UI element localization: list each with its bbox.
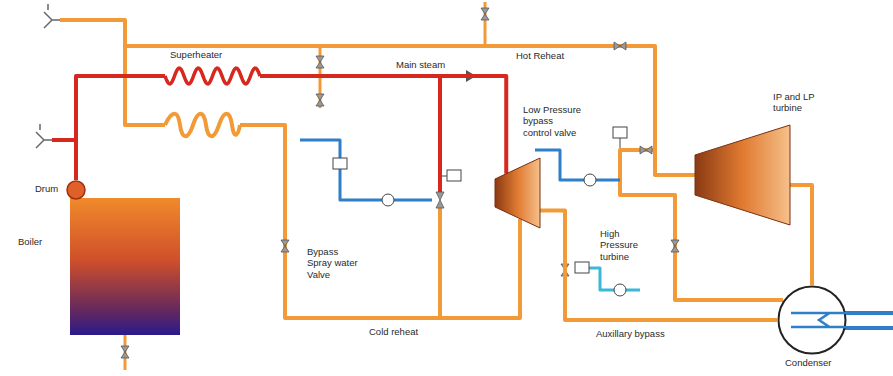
valve-symbol	[481, 8, 489, 20]
ip-lp-turbine-outline	[695, 125, 790, 225]
steam-drum: Drum	[66, 180, 86, 200]
pump-symbol	[584, 174, 596, 186]
condenser-tube	[791, 313, 847, 327]
ip-lp-turbine: IP and LP turbine	[695, 125, 790, 225]
actuator-stem	[620, 138, 621, 148]
pipe-label: Hot Reheat	[515, 50, 565, 61]
safety-valve-symbol	[36, 124, 52, 148]
valve-actuator	[447, 170, 461, 181]
spray-water-pipe	[300, 140, 432, 200]
valve-actuator	[575, 262, 589, 273]
valve-label: Low Pressure bypass control valve	[522, 104, 584, 138]
cold-reheat-pipe	[240, 125, 520, 318]
component-label: Boiler	[18, 236, 42, 247]
hp-bypass-pipe	[438, 76, 442, 192]
cooling-water-pipe	[842, 311, 893, 315]
condenser-outline	[777, 285, 847, 355]
hp-turbine: High Pressure turbine	[495, 158, 540, 228]
valve-symbol	[614, 42, 626, 50]
boiler-vessel: Boiler	[70, 198, 180, 335]
hp-bypass-pipe	[438, 208, 442, 318]
turbine-body	[495, 158, 540, 228]
valve-actuator	[613, 127, 627, 138]
valve-symbol	[640, 146, 652, 154]
safety-valve-symbol	[44, 4, 60, 28]
actuator-stem	[442, 176, 447, 177]
valve-actuator	[333, 158, 347, 169]
main-steam-pipe	[260, 76, 506, 174]
valve-label: Bypass Spray water Valve	[306, 246, 363, 280]
component-label: Drum	[35, 183, 58, 194]
valve-symbol	[671, 240, 679, 252]
valve-symbol	[281, 240, 289, 252]
exhaust-pipe	[790, 185, 812, 285]
condenser: Condenser	[777, 285, 847, 355]
pump-symbol	[614, 284, 626, 296]
hot-reheat-pipe	[125, 46, 695, 175]
pump-symbol	[382, 194, 394, 206]
pipe-label: Main steam	[395, 59, 446, 70]
steam-pipe	[76, 76, 165, 180]
hp-turbine-outline	[495, 158, 540, 228]
spray-water-pipe	[535, 150, 620, 180]
valve-symbol	[316, 94, 324, 106]
boiler-body	[70, 198, 180, 335]
vent-pipe	[60, 20, 125, 46]
valve-symbol	[121, 346, 129, 358]
turbine-body	[695, 125, 790, 225]
component-label: Superheater	[170, 49, 222, 60]
cooling-water-pipe	[842, 326, 893, 330]
condenser-shell	[779, 287, 846, 354]
valve-symbol	[316, 56, 324, 68]
component-label: IP and LP turbine	[773, 91, 825, 114]
superheater-coil: Superheater	[165, 66, 260, 86]
coil-path	[165, 68, 260, 84]
pipe-label: Cold reheat	[368, 326, 419, 337]
reheater-coil	[165, 114, 240, 137]
drum-vent-pipe	[52, 138, 76, 142]
steam-drum-outline	[66, 180, 86, 200]
component-label: Condenser	[785, 357, 831, 368]
component-label: High Pressure turbine	[600, 228, 652, 262]
valve-symbol	[436, 192, 444, 208]
drum-body	[67, 181, 85, 199]
superheater-coil-outline	[165, 66, 260, 86]
auxiliary-bypass-pipe	[540, 211, 777, 321]
boiler-vessel-outline	[70, 198, 180, 335]
pipe-label: Auxillary bypass	[595, 328, 666, 339]
